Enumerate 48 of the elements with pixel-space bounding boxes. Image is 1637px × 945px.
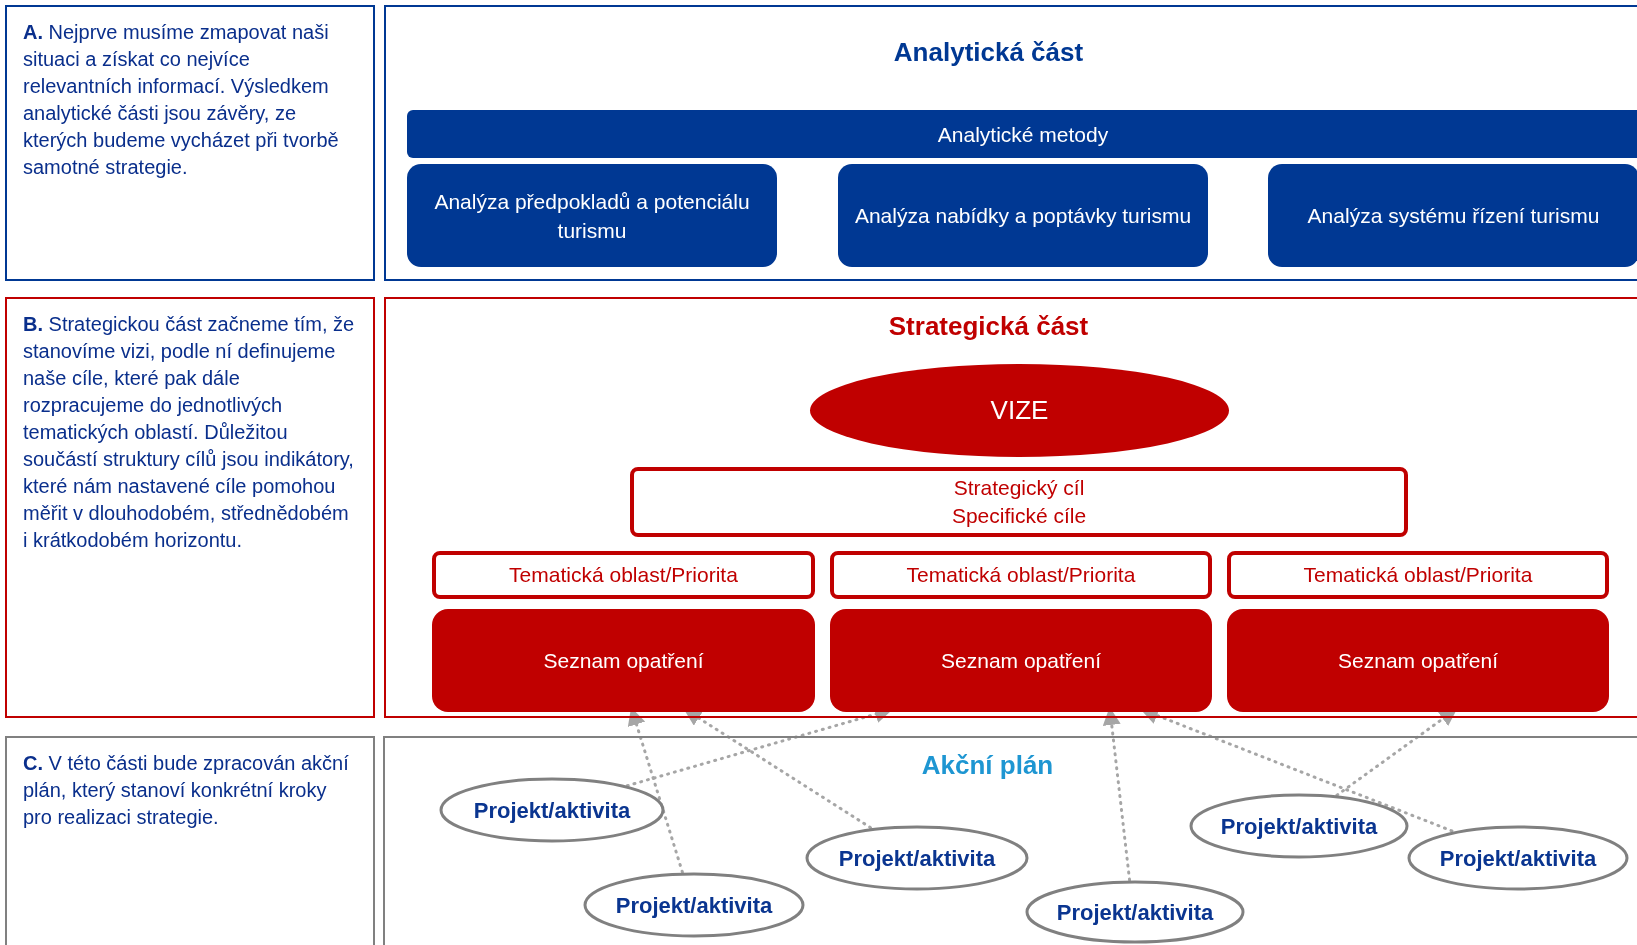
box-label: Strategický cíl [953,475,1085,501]
project-ellipse [1406,824,1630,892]
process-box [1227,609,1609,712]
ellipse-label: Projekt/aktivita [1220,812,1378,841]
box-label: Analytické metody [937,121,1109,148]
box-label: Tematická oblast/Priorita [1303,562,1533,588]
section-title: Akční plán [920,749,1055,782]
outlined-box [830,551,1212,599]
process-box [432,609,815,712]
process-box [838,164,1208,267]
description-text: C. V této části bude zpracován akční plán, který stanoví konkrétní kroky pro realizaci strategie. [23,751,350,830]
box-label: Analýza nabídky a poptávky turismu [854,203,1192,229]
outlined-box [1227,551,1609,599]
outlined-box [630,467,1408,537]
description-text: B. Strategickou část začneme tím, že stanovíme vizi, podle ní definujeme naše cíle, které pak dále rozpracujeme do jednotlivých tematických oblastí. Důležitou součástí struktury cílů jsou indikátory, které nám nastavené cíle pomohou měřit v dlouhodobém, střednědobém i krátkodobém horizontu. [23,312,356,553]
section-panel [384,5,1637,281]
section-title: Analytická část [892,36,1085,69]
ellipse-label: Projekt/aktivita [473,796,631,825]
project-ellipse [582,871,806,939]
ellipse-label: Projekt/aktivita [1056,898,1214,927]
section-panel [383,736,1637,945]
process-box [830,609,1212,712]
box-label: Seznam opatření [543,648,704,674]
box-label: Analýza systému řízení turismu [1307,203,1600,229]
outlined-box [432,551,815,599]
project-ellipse [1188,792,1410,860]
process-box [407,110,1637,158]
project-ellipse [1024,879,1246,945]
section-title: Strategická část [887,310,1090,343]
box-label: Specifické cíle [951,503,1087,529]
ellipse-label: Projekt/aktivita [838,844,996,873]
note-box [5,736,375,945]
box-label: Seznam opatření [1338,648,1498,674]
project-ellipse [438,776,666,844]
note-box [5,297,375,718]
box-label: Analýza předpokladů a potenciálu turismu [433,188,751,244]
ellipse-label: Projekt/aktivita [1439,844,1597,873]
box-label: Tematická oblast/Priorita [906,562,1136,588]
description-text: A. Nejprve musíme zmapovat naši situaci a získat co nejvíce relevantních informací. Výsledkem analytické části jsou závěry, ze kterých budeme vycházet při tvorbě samotné strategie. [23,20,340,180]
ellipse-label: VIZE [990,394,1049,427]
project-ellipse [804,824,1030,892]
note-box [5,5,375,281]
box-label: Tematická oblast/Priorita [509,562,738,588]
ellipse-label: Projekt/aktivita [615,891,773,920]
process-box [407,164,777,267]
process-box [1268,164,1637,267]
section-panel [384,297,1637,718]
box-label: Seznam opatření [941,648,1101,674]
